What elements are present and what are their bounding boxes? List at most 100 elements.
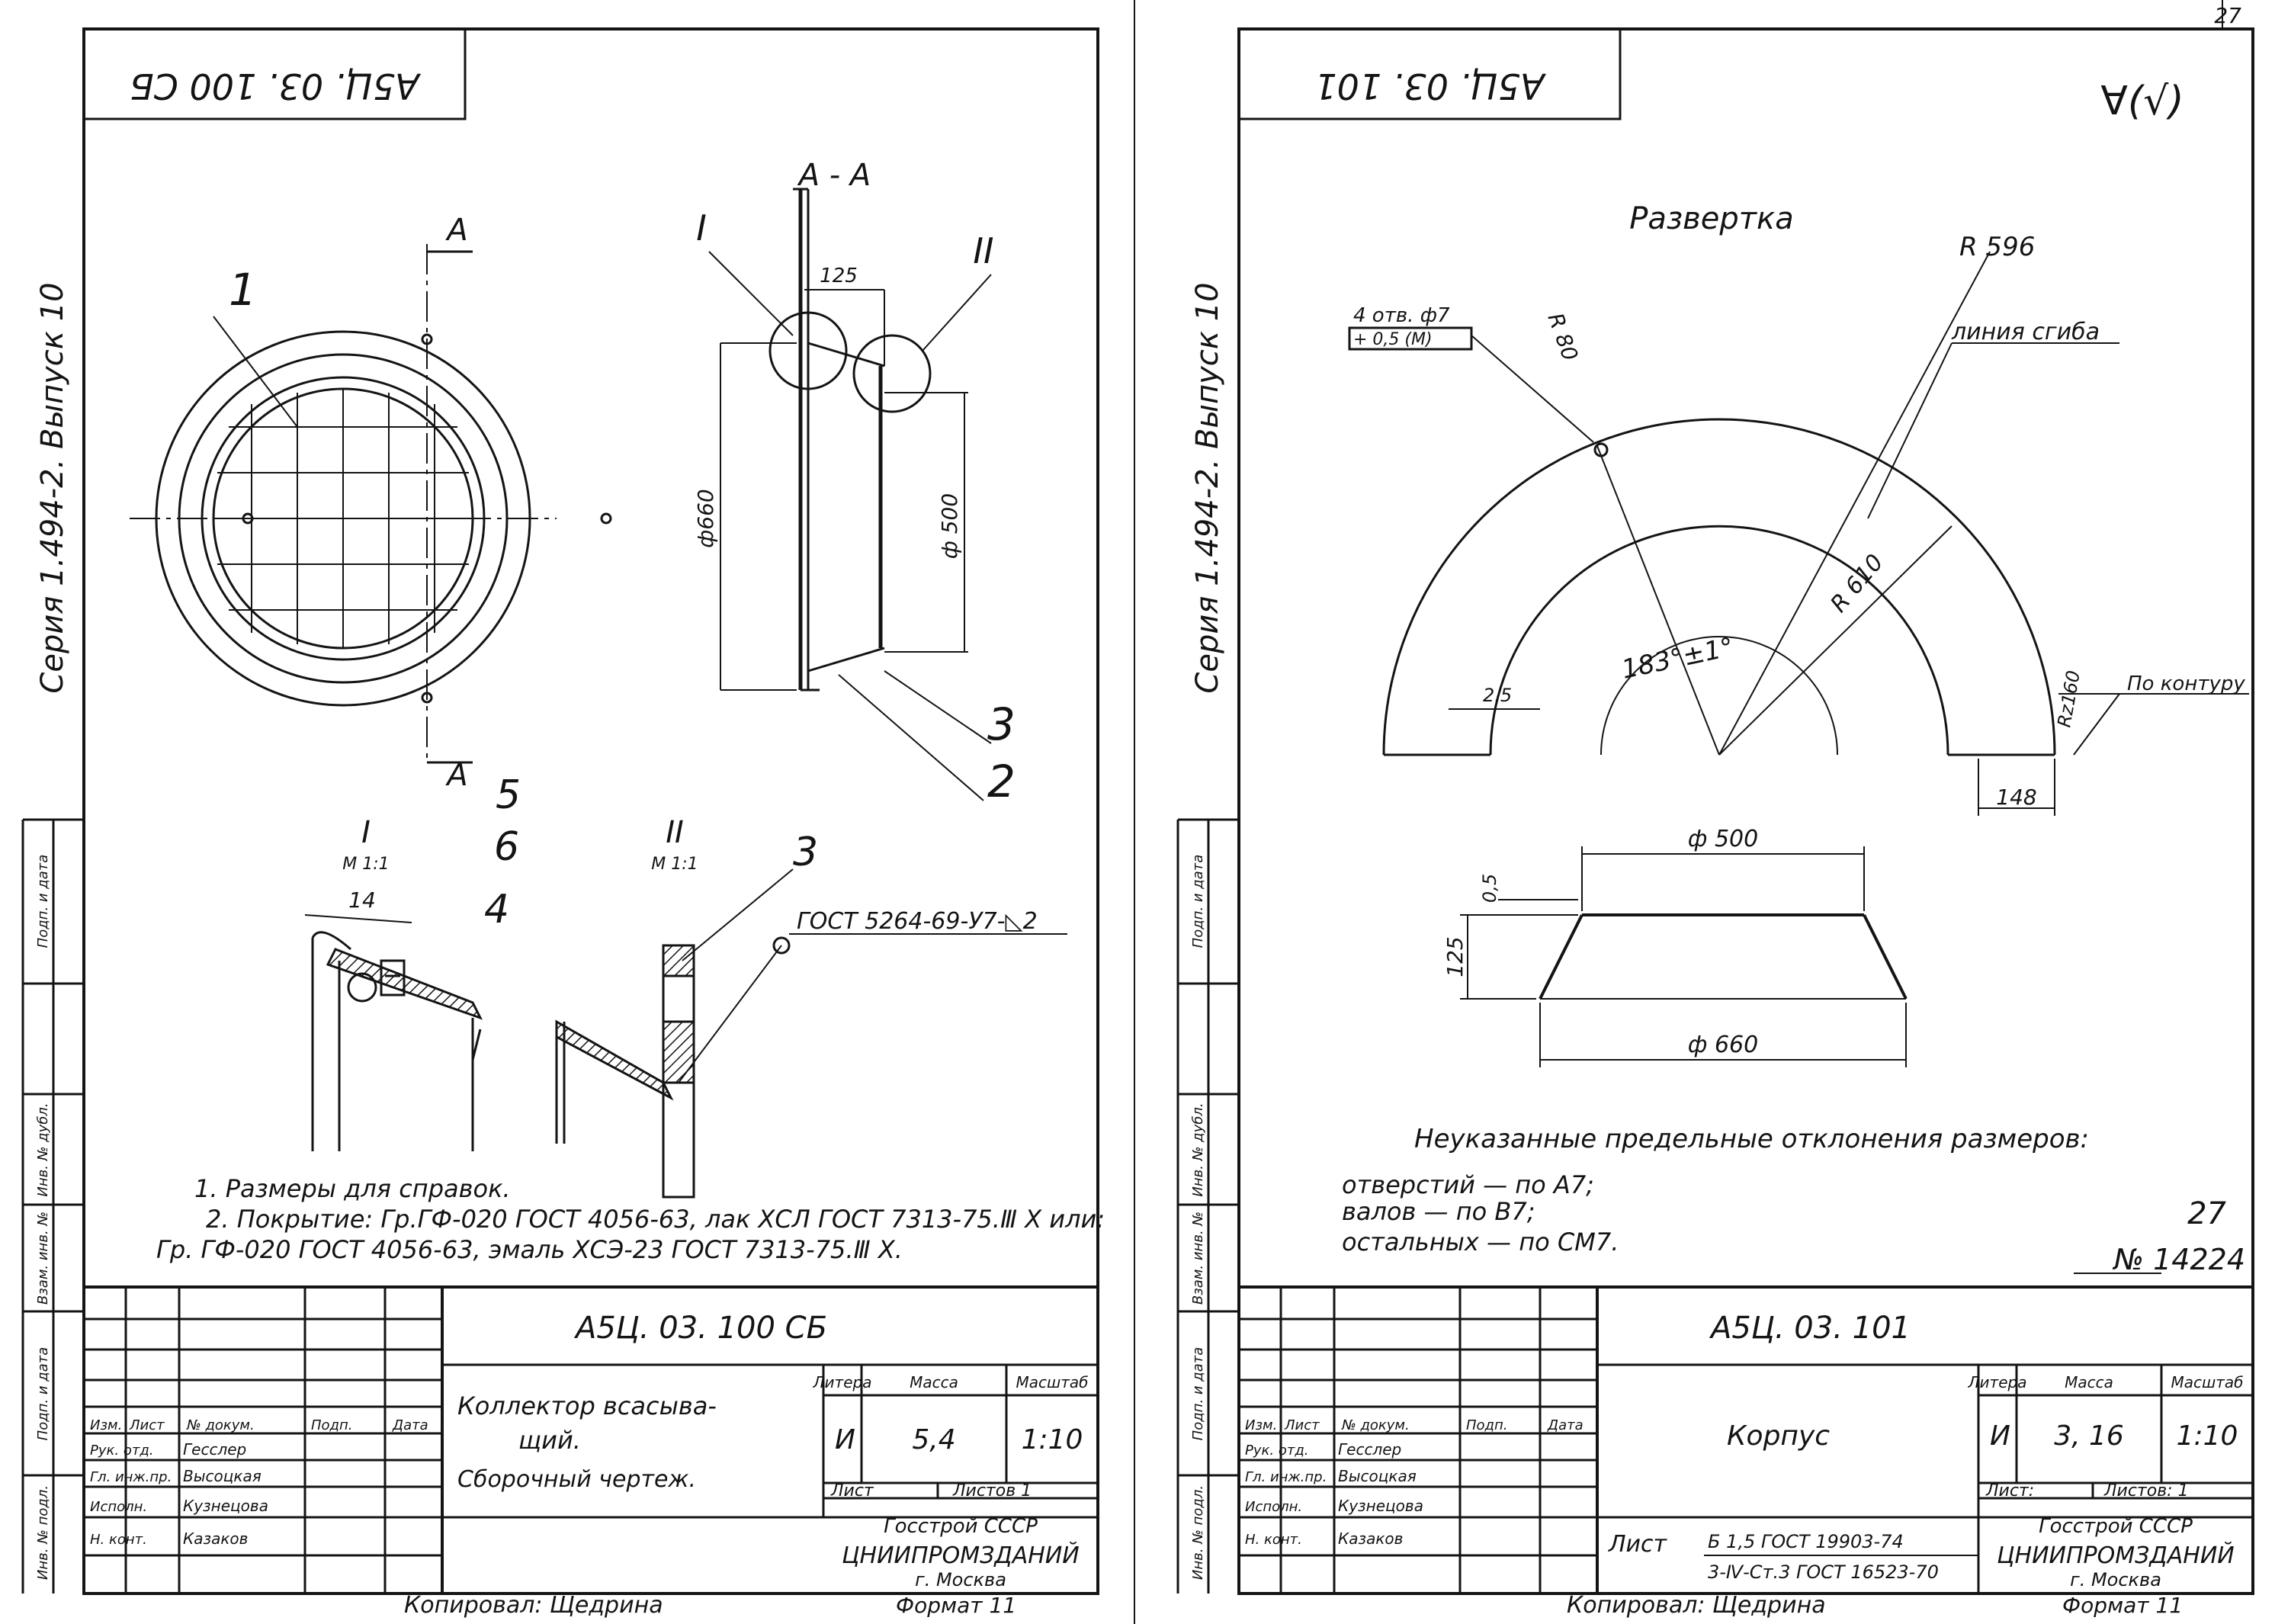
right-tb-masshtab: 1:10: [2177, 1420, 2238, 1452]
bend-line-label: линия сгиба: [1951, 319, 2100, 345]
left-tb-org-2: ЦНИИПРОМЗДАНИЙ: [842, 1542, 1080, 1569]
left-tb-person-3: Кузнецова: [183, 1497, 268, 1515]
note-1: 1. Размеры для справок.: [194, 1174, 511, 1203]
cut-label-top: А: [444, 213, 467, 248]
left-stamp-1: Инв. № подл.: [35, 1485, 51, 1580]
detail-i-view: [304, 914, 483, 1151]
roughness-mark: ∀(√): [2100, 79, 2184, 124]
right-frame: [1237, 27, 2254, 1595]
tolerance-title: Неуказанные предельные отклонения размер…: [1414, 1124, 2089, 1154]
right-tb-role-4: Н. конт.: [1245, 1532, 1302, 1548]
left-tb-hdr-data: Дата: [392, 1417, 428, 1433]
left-tb-name-2: щий.: [518, 1426, 581, 1455]
left-top-stamp-text: А5Ц. 03. 100 СБ: [130, 66, 422, 107]
frustum-view: [1460, 846, 1908, 1067]
callout-1: 1: [229, 264, 257, 316]
right-tb-person-2: Высоцкая: [1338, 1467, 1417, 1485]
right-tb-role-1: Рук. отд.: [1245, 1443, 1309, 1459]
left-tb-litera: И: [835, 1424, 855, 1456]
cut-label-bottom: А: [444, 758, 467, 793]
note-3: Гр. ГФ-020 ГОСТ 4056-63, эмаль ХСЭ-23 ГО…: [156, 1235, 903, 1264]
left-tb-name-1: Коллектор всасыва-: [457, 1391, 717, 1420]
right-tb-name-1: Корпус: [1727, 1420, 1830, 1452]
right-tb-org-2: ЦНИИПРОМЗДАНИЙ: [1997, 1542, 2235, 1569]
right-tb-list: Лист:: [1985, 1481, 2034, 1500]
right-tb-role-3: Исполн.: [1245, 1499, 1302, 1515]
right-tb-role-2: Гл. инж.пр.: [1245, 1469, 1327, 1485]
right-tb-hdr-data: Дата: [1547, 1417, 1584, 1433]
right-stamp-3: Взам. инв. №: [1190, 1212, 1206, 1305]
left-tb-hdr-list: Лист: [129, 1417, 165, 1433]
right-tb-person-3: Кузнецова: [1338, 1497, 1423, 1515]
left-copied: Копировал: Щедрина: [404, 1592, 663, 1619]
dim-d500-right: ф 500: [1688, 826, 1758, 852]
callout-5: 5: [496, 772, 521, 818]
hole-note: 4 отв. ф7: [1353, 304, 1450, 327]
detail-ii-scale: М 1:1: [651, 855, 698, 874]
left-format: Формат 11: [896, 1593, 1016, 1618]
callout-6: 6: [494, 824, 519, 870]
detail-i-scale: М 1:1: [342, 855, 389, 874]
r610-label: R 610: [1825, 549, 1888, 618]
page-mark: 27: [2187, 1196, 2226, 1231]
hole-tolerance: + 0,5 (М): [1353, 330, 1433, 349]
left-tb-col-massa: Масса: [910, 1373, 958, 1391]
note-2: 2. Покрытие: Гр.ГФ-020 ГОСТ 4056-63, лак…: [206, 1205, 1105, 1234]
right-tb-hdr-izm: Изм.: [1245, 1417, 1277, 1433]
right-tb-person-1: Гесслер: [1338, 1440, 1401, 1459]
dim-14: 14: [348, 887, 376, 913]
dim-d500-left: ф 500: [937, 493, 962, 559]
left-tb-col-litera: Литера: [813, 1373, 872, 1391]
right-tb-material-top: Б 1,5 ГОСТ 19903-74: [1708, 1531, 1904, 1552]
right-series-label: Серия 1.494-2. Выпуск 10: [1190, 282, 1225, 693]
right-tb-designation: А5Ц. 03. 101: [1709, 1311, 1911, 1346]
dim-d660-right: ф 660: [1688, 1032, 1758, 1058]
collector-front-view: [130, 244, 612, 764]
detail-ii-view: [555, 868, 1067, 1199]
right-tb-massa: 3, 16: [2054, 1420, 2124, 1452]
right-tb-hdr-list: Лист: [1284, 1417, 1320, 1433]
development-title: Развертка: [1629, 201, 1793, 236]
right-tb-litera: И: [1990, 1420, 2010, 1452]
left-tb-hdr-ndokum: № докум.: [186, 1417, 255, 1433]
dim-0-5: 0,5: [1479, 874, 1500, 903]
right-tb-col-massa: Масса: [2065, 1373, 2113, 1391]
callout-4: 4: [484, 887, 509, 932]
left-tb-listov: Листов 1: [952, 1481, 1032, 1500]
detail-ii-title: II: [666, 815, 684, 850]
tolerance-line-3: остальных — по СМ7.: [1342, 1228, 1619, 1257]
left-tb-name-3: Сборочный чертеж.: [457, 1466, 696, 1493]
left-tb-role-4: Н. конт.: [90, 1532, 147, 1548]
tolerance-line-1: отверстий — по А7;: [1342, 1170, 1594, 1199]
right-tb-col-masshtab: Масштаб: [2171, 1373, 2243, 1391]
left-tb-role-3: Исполн.: [90, 1499, 147, 1515]
right-tb-listov: Листов: 1: [2103, 1481, 2189, 1500]
right-top-stamp-text: А5Ц. 03. 101: [1314, 66, 1546, 107]
left-stamp-5: Подп. и дата: [35, 855, 51, 948]
detail-i-title: I: [361, 815, 371, 850]
development-view: [1348, 251, 2249, 816]
left-frame: [82, 27, 1099, 1595]
left-series-label: Серия 1.494-2. Выпуск 10: [35, 282, 70, 693]
right-stamp-4: Инв. № дубл.: [1190, 1102, 1206, 1196]
left-tb-org-1: Госстрой СССР: [884, 1515, 1038, 1538]
right-tb-material-bottom: 3-Ⅳ-Ст.3 ГОСТ 16523-70: [1708, 1561, 1939, 1583]
contour-note: По контуру: [2127, 672, 2245, 695]
left-stamp-4: Инв. № дубл.: [35, 1102, 51, 1196]
left-tb-org-3: г. Москва: [915, 1569, 1006, 1590]
right-copied: Копировал: Щедрина: [1567, 1592, 1826, 1619]
right-stamp-5: Подп. и дата: [1190, 855, 1206, 948]
right-tb-org-1: Госстрой СССР: [2039, 1515, 2193, 1538]
right-tb-person-4: Казаков: [1338, 1529, 1403, 1548]
right-stamp-2: Подп. и дата: [1190, 1347, 1206, 1441]
left-tb-list: Лист: [830, 1481, 874, 1500]
left-tb-person-4: Казаков: [183, 1529, 248, 1548]
detail-i-marker: I: [696, 207, 707, 249]
left-tb-massa: 5,4: [912, 1424, 955, 1456]
dim-125-left: 125: [820, 265, 858, 287]
left-tb-role-2: Гл. инж.пр.: [90, 1469, 172, 1485]
callout-3-detail: 3: [793, 830, 818, 875]
left-stamp-2: Подп. и дата: [35, 1347, 51, 1441]
rz160-label: Rz160: [2053, 669, 2084, 729]
